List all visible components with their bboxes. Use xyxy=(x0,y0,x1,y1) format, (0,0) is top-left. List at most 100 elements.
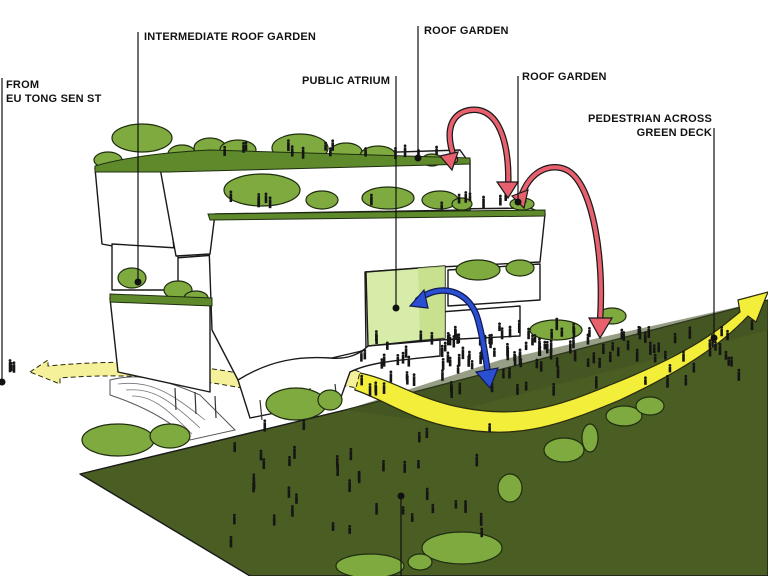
person-figure xyxy=(401,506,405,515)
person-figure xyxy=(513,354,517,366)
person-figure xyxy=(264,192,268,204)
person-figure xyxy=(616,347,620,357)
person-figure xyxy=(608,351,612,363)
atrium-glass-shade xyxy=(418,266,445,340)
person-figure xyxy=(382,353,386,367)
person-figure xyxy=(594,376,598,389)
person-figure xyxy=(508,325,512,338)
person-figure xyxy=(653,353,657,363)
person-figure xyxy=(688,326,692,339)
person-figure xyxy=(360,374,364,386)
person-figure xyxy=(385,341,389,350)
roof-to-deck-arrowhead xyxy=(587,317,614,340)
person-figure xyxy=(467,355,471,367)
person-figure xyxy=(301,146,305,159)
person-figure xyxy=(568,340,572,354)
label-public-atrium: PUBLIC ATRIUM xyxy=(302,75,390,87)
person-figure xyxy=(718,342,722,356)
person-figure xyxy=(405,375,409,385)
person-figure xyxy=(252,480,256,490)
person-figure xyxy=(737,368,741,381)
tree-canopy xyxy=(635,396,665,416)
person-figure xyxy=(403,144,407,158)
trees-layer xyxy=(81,123,665,576)
person-figure xyxy=(648,341,652,355)
person-figure xyxy=(714,341,717,351)
person-figure xyxy=(291,505,294,517)
ramp-lines xyxy=(117,382,206,435)
roof-connection-arrow-upper-fill xyxy=(447,107,511,192)
person-figure xyxy=(475,453,479,467)
person-figure xyxy=(223,145,227,156)
leader-dot-intermediate xyxy=(134,278,142,286)
atrium-arrow-fill xyxy=(416,288,490,376)
person-figure xyxy=(708,347,712,357)
tree-canopy xyxy=(223,173,301,207)
label-pedestrian-line1: PEDESTRIAN ACROSS xyxy=(588,113,712,125)
person-figure xyxy=(730,356,733,367)
person-figure xyxy=(382,382,386,394)
person-figure xyxy=(331,139,335,151)
label-from-line2: EU TONG SEN ST xyxy=(6,93,102,105)
person-figure xyxy=(501,368,505,379)
person-figure xyxy=(229,535,233,548)
person-figure xyxy=(668,363,672,373)
person-figure xyxy=(673,332,677,344)
person-figure xyxy=(457,353,461,367)
person-figure xyxy=(364,147,368,157)
tree-canopy xyxy=(149,423,191,449)
person-figure xyxy=(620,328,624,340)
person-figure xyxy=(374,385,378,396)
person-figure xyxy=(448,356,452,367)
person-figure xyxy=(601,343,605,354)
person-figure xyxy=(368,383,372,397)
person-figure xyxy=(572,337,575,349)
roof-connection-arrowhead-upper xyxy=(495,181,520,200)
tree-canopy xyxy=(421,531,503,565)
person-figure xyxy=(622,331,626,341)
label-roof-garden-top: ROOF GARDEN xyxy=(424,25,509,37)
person-figure xyxy=(506,347,510,361)
person-figure xyxy=(657,342,661,353)
person-figure xyxy=(479,512,483,526)
person-figure xyxy=(404,345,408,358)
person-figure xyxy=(626,340,630,351)
tree-canopy xyxy=(407,553,433,571)
person-figure xyxy=(720,326,724,337)
atrium-arrowhead xyxy=(474,367,499,390)
tree-canopy xyxy=(111,123,173,153)
person-figure xyxy=(441,369,444,381)
person-figure xyxy=(295,493,298,504)
person-figure xyxy=(556,365,560,379)
label-intermediate-roof-garden: INTERMEDIATE ROOF GARDEN xyxy=(144,31,316,43)
tree-canopy xyxy=(455,259,501,281)
person-figure xyxy=(644,376,647,385)
main-block-front xyxy=(207,213,546,381)
person-figure xyxy=(375,334,378,345)
person-figure xyxy=(573,350,577,362)
person-figure xyxy=(598,357,602,368)
person-figure xyxy=(324,141,327,151)
leader-dot-roof-top xyxy=(414,154,422,162)
person-figure xyxy=(500,327,504,340)
person-figure xyxy=(535,358,539,369)
person-figure xyxy=(335,455,339,468)
person-figure xyxy=(389,370,393,383)
person-figure xyxy=(470,359,474,370)
person-figure xyxy=(517,319,521,334)
leader-dot-from xyxy=(0,378,6,386)
person-figure xyxy=(498,322,501,332)
tree-canopy xyxy=(305,190,339,210)
person-figure xyxy=(440,201,444,210)
person-figure xyxy=(550,328,554,339)
person-figure xyxy=(488,334,492,345)
tree-canopy xyxy=(317,389,343,411)
person-figure xyxy=(555,357,559,367)
person-figure xyxy=(456,333,460,344)
person-figure xyxy=(349,447,353,461)
person-figure xyxy=(586,333,590,345)
person-figure xyxy=(592,352,596,364)
person-figure xyxy=(664,350,667,360)
label-pedestrian-line2: GREEN DECK xyxy=(637,127,712,139)
